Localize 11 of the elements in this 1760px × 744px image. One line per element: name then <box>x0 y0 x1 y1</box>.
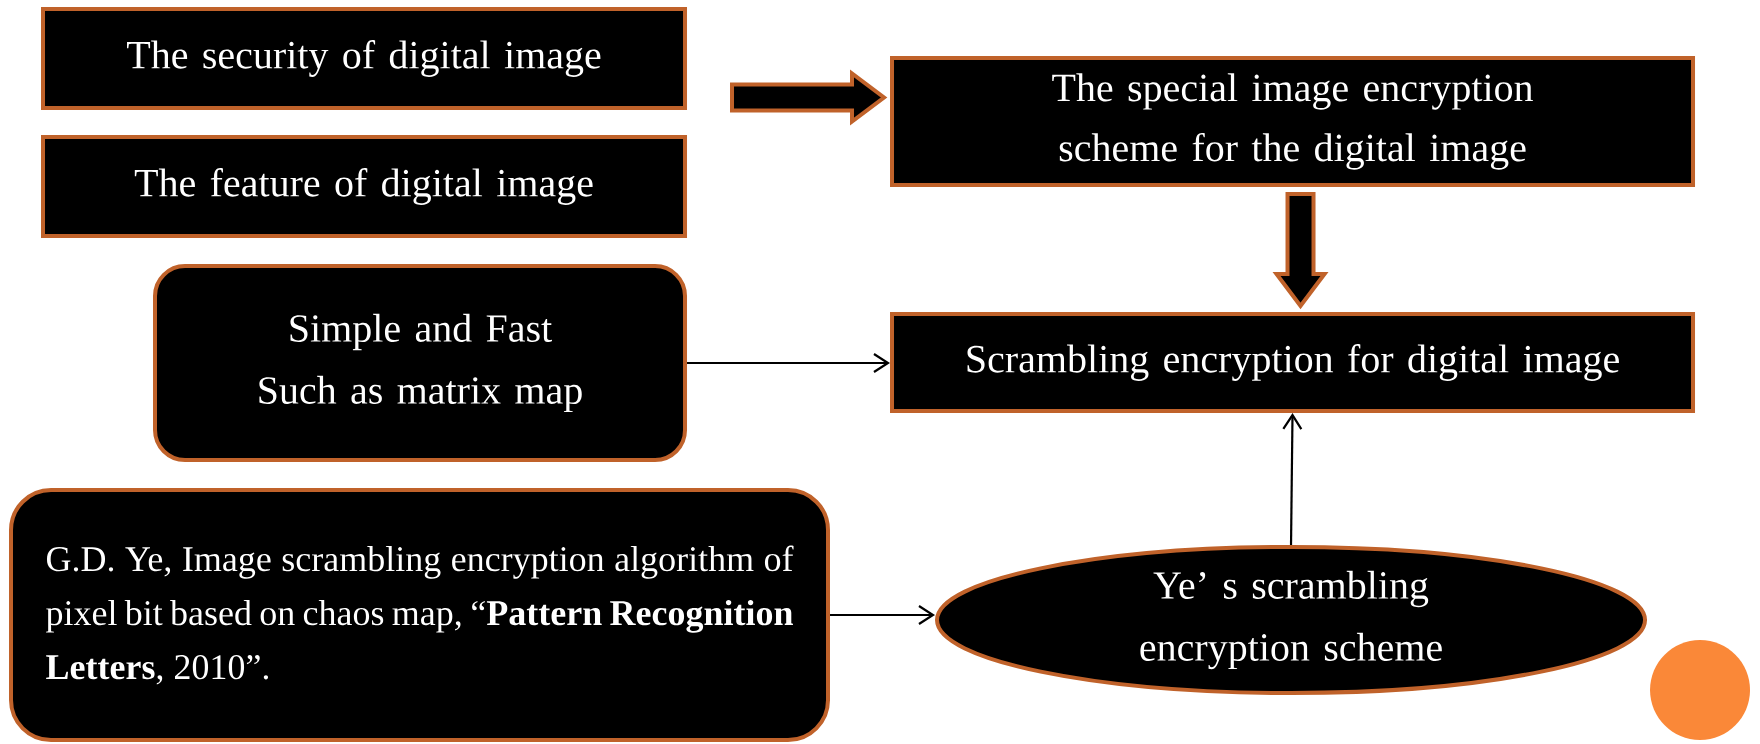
process-box: Scrambling encryption for digital image <box>890 312 1695 413</box>
reference-box: G.D. Ye, Image scrambling encryption algorithm of pixel bit based on chaos map, “Pattern Recognition Letters, 2010”. <box>9 488 830 742</box>
block-arrow <box>1272 192 1329 310</box>
arrow <box>687 353 890 373</box>
process-box: The security of digital image <box>41 7 687 110</box>
process-box: The special image encryption scheme for the digital image <box>890 56 1695 187</box>
process-box: The feature of digital image <box>41 135 687 238</box>
block-arrow <box>730 69 888 126</box>
rounded-box: Simple and Fast Such as matrix map <box>153 264 687 462</box>
arrow <box>830 605 935 625</box>
arrow <box>1282 413 1303 546</box>
